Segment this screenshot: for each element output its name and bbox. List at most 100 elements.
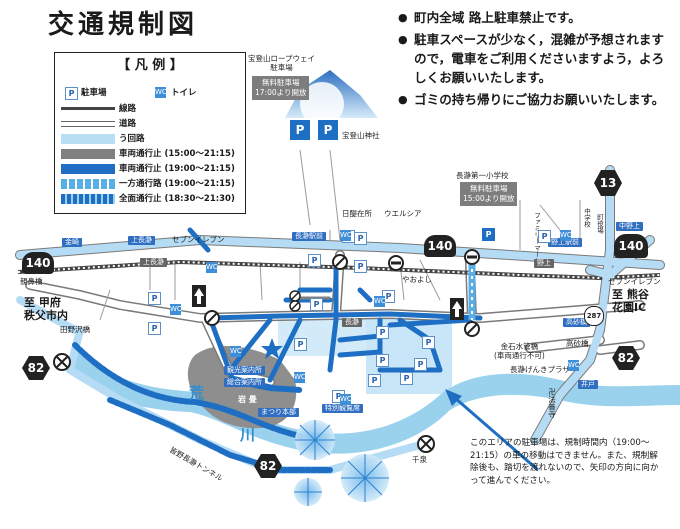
parking-icon: P [310,298,323,311]
nagatoro-station-chip: 長瀞駅前 [292,232,326,241]
oneway-signs [192,285,464,320]
info-chip-2: 総合案内所 [224,378,265,387]
parking-icon: P [422,336,435,349]
legend-row-closure-1: 車両通行止 (15:00～21:15) [55,148,245,160]
hinode-label: 日醍在所 [342,209,372,218]
legend-row-detour: う回路 [55,133,245,145]
river-char-kawa: 川 [240,426,256,444]
genki-plaza-label: 長瀞げんきプラザ [510,365,570,374]
temple-label: 卍法善寺 [547,388,557,418]
nakanoue-chip: 中野上 [616,222,643,231]
legend-label: 駐車場 [81,88,107,98]
school-label: 長瀞第一小学校 [456,171,509,180]
toilet-icon: WC [374,296,386,307]
toilet-icon: WC [230,346,242,357]
legend-label: 車両通行止 (19:00～21:15) [119,164,235,174]
parking-icon: P [354,232,367,245]
parking-icon: P [308,254,321,267]
crossing-marks [53,249,480,453]
legend-label: トイレ [171,88,197,98]
parking-callout: このエリアの駐車場は、規制時間内（19:00～21:15）の車の移動はできません… [470,438,659,486]
nogami-station-chip: 野上駅前 [548,238,582,247]
arakawa-river [68,350,680,454]
notice-list: 町内全域 路上駐車禁止です。 駐車スペースが少なく，混雑が予想されますので，電車… [398,8,676,112]
toilet-icon: WC [170,304,182,315]
legend-label: 車両通行止 (15:00～21:15) [119,149,235,159]
legend-row-parking: P 駐車場 WC トイレ [55,87,245,100]
parking-icon: P [294,338,307,351]
route-140-shield: 140 [22,252,54,274]
info-chip-1: 観光案内所 [224,366,265,375]
detour-symbol [61,134,115,144]
parking-icon: P [376,354,389,367]
ropeway-label: 宝登山ロープウェイ 駐車場 [248,54,316,72]
nagatoro-mid-chip: 長瀞 [342,318,362,327]
parking-icon: P [148,322,161,335]
free-parking-1: 無料駐車場 17:00より開放 [252,76,310,100]
shrine-label: 宝登山神社 [342,131,380,140]
junior-high-label: 中学校 [582,208,591,228]
toilet-icon: WC [206,262,218,273]
toilet-icon: WC [340,394,352,405]
road-symbol [61,121,115,127]
seven-eleven-1: セブンイレブン [172,235,225,244]
callout-arrow [445,389,539,472]
route-140-shield: 140 [614,234,648,258]
parking-icon: P [376,326,389,339]
ropeway-parking-icon: P [290,120,310,140]
parking-icon: P [538,230,551,243]
iwatatami-label: 岩 畳 [238,395,257,404]
legend-label: 線路 [119,104,137,114]
closure-blue-symbol [61,164,115,174]
legend-label: 一方通行路 (19:00～21:15) [119,179,235,189]
toilet-icon: WC [568,360,580,371]
parking-icon: P [354,260,367,273]
toilet-icon: WC [340,230,352,241]
matsuri-hq-chip: まつり本部 [258,408,299,417]
inoue-chip: 井戸 [578,380,598,389]
fireworks [294,420,389,506]
town-office-label: 町役場 [595,214,604,234]
legend-row-railway: 線路 [55,103,245,115]
parking-icon: P [414,358,427,371]
takasago-chip: 高砂橋 [563,318,590,327]
school-parking-icon: P [482,228,495,241]
tadano-label: 田野沢橋 [60,325,90,334]
legend-row-full-closure: 全面通行止 (18:30～21:30) [55,193,245,205]
legend-row-oneway: 一方通行路 (19:00～21:15) [55,178,245,190]
notice-item: 駐車スペースが少なく，混雑が予想されますので，電車をご利用くださいますよう，よろ… [398,30,676,87]
parking-icon: P [368,374,381,387]
ropeway-parking-icon: P [318,120,338,140]
toilet-icon: WC [560,230,572,241]
special-seat-chip: 特別観覧席 [322,404,363,413]
route-82-shield: 82 [612,346,640,370]
legend: 【 凡 例 】 P 駐車場 WC トイレ 線路 道路 う回路 車両通行止 (15… [54,52,246,214]
parking-icon: P [400,372,413,385]
destination-kumagaya: 至 熊谷 花園IC [612,288,649,314]
notice-item: ゴミの持ち帰りにご協力お願いいたします。 [398,90,676,109]
destination-chichibu: 至 甲府 秩父市内 [24,296,68,322]
free-parking-2: 無料駐車場 15:00より開放 [460,182,518,206]
notice-item: 町内全域 路上駐車禁止です。 [398,8,676,27]
mountain-illustration [285,70,378,126]
legend-title: 【 凡 例 】 [117,58,183,73]
toilet-icon: WC [294,372,306,383]
route-287-shield: 287 [584,306,604,326]
full-closure-symbol [61,194,115,204]
info-star [261,338,283,359]
yaoyoshi-label: やおよし [402,275,432,284]
river-char-ara: 荒 [189,384,205,402]
legend-label: う回路 [119,134,145,144]
route-13-shield: 13 [594,170,622,196]
takasago-bridge-2: 高砂橋 [566,339,589,348]
nogami-chip: 野上 [534,259,554,268]
kanegoori-label: 金石水管橋 (車両通行不可) [494,342,545,360]
page-title: 交通規制図 [48,10,199,40]
kanasaki-chip: 金崎 [62,238,82,247]
parking-icon: P [148,292,161,305]
legend-row-road: 道路 [55,118,245,130]
oshimine-label: 親鼻橋 [20,277,43,286]
chinan-label: 千泉 [412,455,427,464]
familymart-label: ファミリーマート [532,212,541,264]
